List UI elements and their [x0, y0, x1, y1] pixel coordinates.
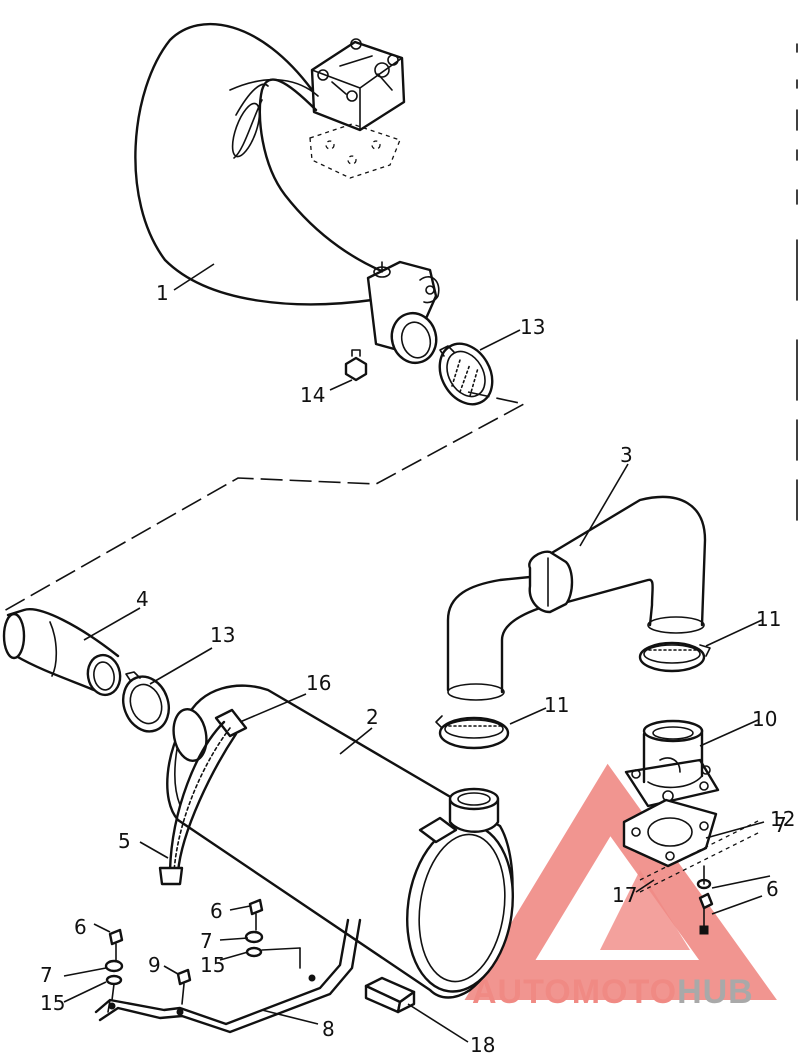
callout-13-lower: 13: [210, 623, 235, 647]
part-9-screw: [176, 968, 192, 1005]
part-8-bracket: [94, 918, 362, 1034]
callout-5: 5: [118, 829, 131, 853]
part-10-flange-stub: [624, 719, 720, 808]
callout-15-center: 15: [200, 953, 225, 977]
callout-1: 1: [156, 281, 169, 305]
callout-6-center: 6: [210, 899, 223, 923]
watermark-text-gray: HUB: [677, 973, 754, 1011]
callout-13-upper: 13: [520, 315, 545, 339]
part-13-clamp-upper: [438, 342, 494, 406]
callout-14: 14: [300, 383, 325, 407]
callout-7-center: 7: [200, 929, 213, 953]
callout-8: 8: [322, 1017, 335, 1041]
part-4-short-pipe: [2, 608, 122, 697]
callout-labels: 1 2 3 4 5 6 6 6 7 7 7 8 9 10 11 11 12 13…: [40, 281, 795, 1055]
part-14-plug: [344, 349, 368, 382]
part-11-clamp-left: [435, 715, 510, 750]
watermark-triangle: [464, 763, 777, 1000]
hardware-center-stack: [244, 898, 301, 958]
watermark-logo: AUTOMOTOHUB: [464, 763, 777, 1011]
watermark-text: AUTOMOTOHUB: [472, 973, 754, 1011]
callout-18: 18: [470, 1033, 495, 1055]
callout-6-right: 6: [766, 877, 779, 901]
callout-11-left: 11: [544, 693, 569, 717]
callout-9: 9: [148, 953, 161, 977]
callout-17: 17: [612, 883, 637, 907]
callout-7-right: 7: [774, 813, 787, 837]
part-13-clamp-lower: [122, 671, 170, 733]
part-1-exhaust-pipe: [134, 22, 440, 365]
part-12-gasket: [622, 798, 718, 868]
part-16-strap-clip: [214, 708, 248, 738]
watermark-text-red: AUTOMOTO: [472, 973, 677, 1011]
callout-7-left: 7: [40, 963, 53, 987]
assembly-line-1-to-4: [1, 391, 527, 613]
callout-2: 2: [366, 705, 379, 729]
part-17-stud-line: [639, 819, 761, 893]
part-5-spring-strap: [158, 720, 238, 886]
part-18-rubber-block: [364, 976, 416, 1014]
callout-12: 12: [770, 807, 795, 831]
callout-6-left: 6: [74, 915, 87, 939]
callout-11-right: 11: [756, 607, 781, 631]
callout-10: 10: [752, 707, 777, 731]
part-3-crossover-pipe: [446, 495, 707, 701]
hardware-left-stack: [104, 928, 124, 1001]
part-11-clamp-right: [638, 641, 711, 673]
part-2-muffler: [166, 684, 515, 999]
callout-15-left: 15: [40, 991, 65, 1015]
callout-16: 16: [306, 671, 331, 695]
callout-4: 4: [136, 587, 149, 611]
callout-3: 3: [620, 443, 633, 467]
watermark-triangle-inner: [600, 870, 690, 950]
hardware-right-bolt: [696, 865, 714, 935]
leader-lines: [63, 263, 771, 1043]
